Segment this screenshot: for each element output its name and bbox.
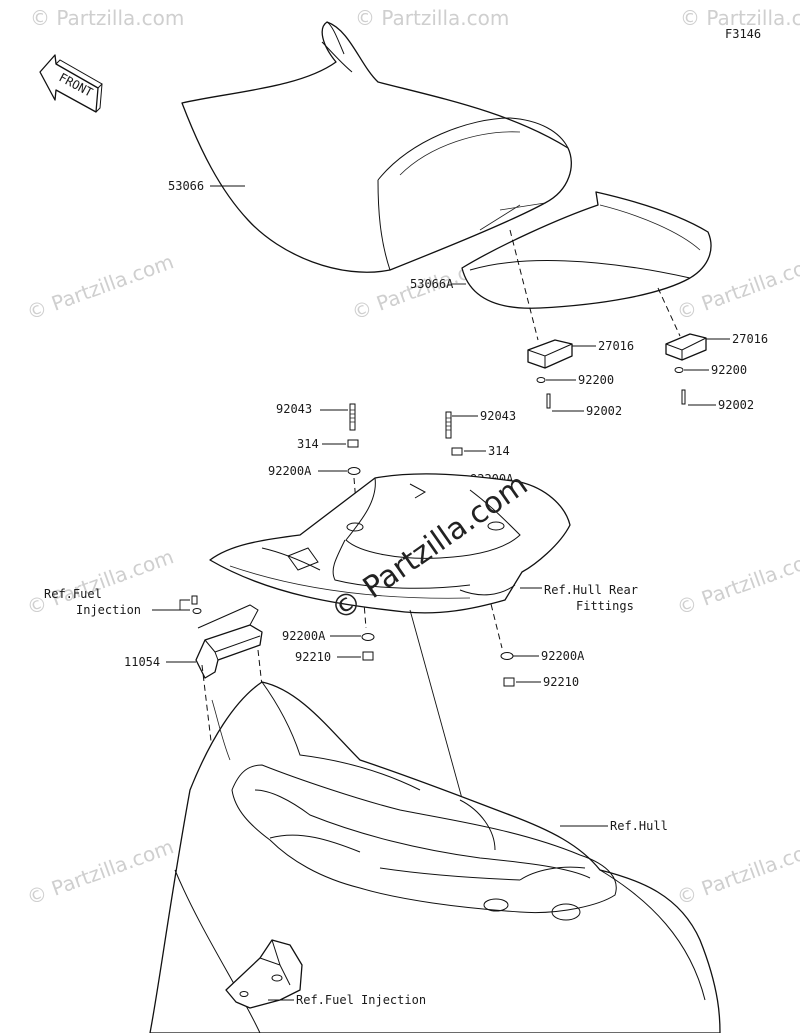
watermark: © Partzilla.com [674,834,800,909]
watermark: © Partzilla.com [24,249,177,324]
reference-hull-rear-line2: Fittings [576,599,634,613]
washer-fuel-injection [192,608,202,614]
stud-92043-left [349,403,356,431]
part-label-92200A-top-left: 92200A [268,464,312,478]
diagram-code: F3146 [725,27,761,41]
bracket-27016-right [665,333,707,361]
front-arrow-icon: FRONT [39,54,103,113]
watermark: © Partzilla.com [355,6,509,30]
reference-fuel-injection-top-line1: Ref.Fuel [44,587,102,601]
reference-hull-rear-line1: Ref.Hull Rear [544,583,638,597]
reference-hull: Ref.Hull [610,819,668,833]
part-label-314-left: 314 [297,437,319,451]
part-label-92200A-low-right: 92200A [541,649,585,663]
part-label-92200-left: 92200 [578,373,614,387]
nut-314-left [347,439,359,448]
nut-92210-right [503,677,515,687]
bolt-92002-left [546,393,551,409]
washer-92200A-top-left [347,467,361,475]
seat-front [181,21,572,273]
part-label-53066: 53066 [168,179,204,193]
part-label-314-right: 314 [488,444,510,458]
washer-92200-right [674,367,684,373]
seat-rear [461,191,712,309]
part-label-92210-left: 92210 [295,650,331,664]
watermark: © Partzilla.com [24,834,177,909]
part-label-27016-left: 27016 [598,339,634,353]
part-label-92043-left: 92043 [276,402,312,416]
part-label-92200A-low-left: 92200A [282,629,326,643]
hull [149,681,721,1033]
part-label-53066A: 53066A [410,277,454,291]
nut-314-right [451,447,463,456]
part-label-92210-right: 92210 [543,675,579,689]
watermark: © Partzilla.com [30,6,184,30]
part-label-92043-right: 92043 [480,409,516,423]
washer-92200A-low-left [361,633,375,641]
washer-92200-left [536,377,546,383]
watermark: © Partzilla.com [680,6,800,30]
washer-92200A-low-right [500,652,514,660]
reference-fuel-injection-top-line2: Injection [76,603,141,617]
hull-rear-fittings [209,473,571,614]
part-label-92002-left: 92002 [586,404,622,418]
part-label-92200-right: 92200 [711,363,747,377]
bracket-27016-left [527,339,573,369]
part-label-11054: 11054 [124,655,160,669]
stud-92043-right [445,411,452,439]
reference-fuel-injection-bottom: Ref.Fuel Injection [296,993,426,1007]
watermark: © Partzilla.com [674,544,800,619]
screw-fuel-injection [191,595,198,605]
nut-92210-left [362,651,374,661]
part-label-92002-right: 92002 [718,398,754,412]
part-label-27016-right: 27016 [732,332,768,346]
bracket-11054 [195,604,263,679]
bracket-fuel-injection-bottom [225,939,303,1009]
bolt-92002-right [681,389,686,405]
